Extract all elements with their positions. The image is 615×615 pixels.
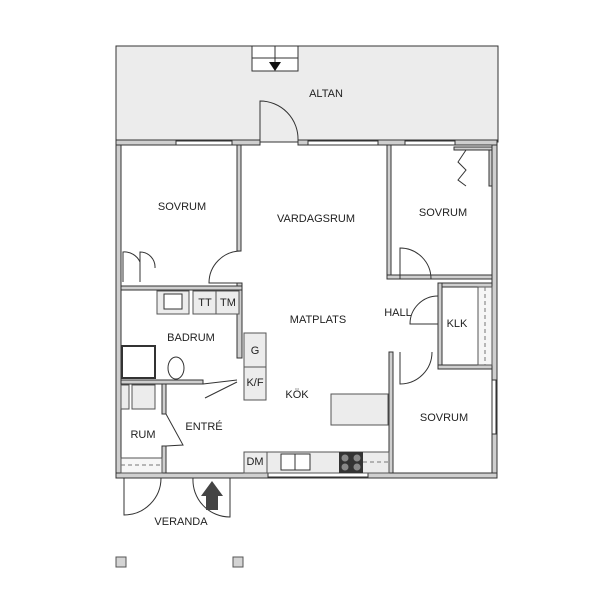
- altan-area: [115, 45, 499, 143]
- label-rum: RUM: [130, 429, 155, 441]
- label-vardagsrum: VARDAGSRUM: [277, 213, 355, 225]
- badrum-door[interactable]: [202, 379, 238, 399]
- label-tt: TT: [198, 297, 212, 309]
- label-hall: HALL: [384, 307, 412, 319]
- walls: [115, 139, 498, 479]
- stairs-arrow-icon: [269, 62, 281, 71]
- shower: [121, 345, 156, 379]
- sovrum-right-door[interactable]: [399, 247, 432, 280]
- label-veranda: VERANDA: [154, 516, 208, 528]
- label-badrum: BADRUM: [167, 332, 215, 344]
- stove-icon: [339, 452, 363, 473]
- closet-doors-right: [457, 149, 467, 187]
- klk-door[interactable]: [409, 295, 439, 325]
- klk-shelf: [477, 286, 493, 366]
- label-tm: TM: [220, 297, 236, 309]
- terrace-door[interactable]: [259, 100, 299, 141]
- rum-veranda-door[interactable]: [123, 477, 162, 516]
- post-marker-left: [115, 556, 127, 568]
- bathroom-fixtures: [120, 290, 240, 410]
- post-marker-right: [232, 556, 244, 568]
- label-g: G: [251, 345, 260, 357]
- sovrum-left-door[interactable]: [208, 250, 242, 284]
- stairs: [251, 45, 299, 72]
- kitchen-fixtures: [243, 332, 390, 474]
- rum-shelf: [120, 457, 163, 474]
- label-sovrum-left: SOVRUM: [158, 201, 206, 213]
- toilet-icon: [167, 356, 185, 380]
- label-sovrum-bottom: SOVRUM: [420, 412, 468, 424]
- label-dm: DM: [246, 456, 263, 468]
- label-matplats: MATPLATS: [290, 314, 346, 326]
- entrance-arrow-icon: [201, 481, 223, 510]
- label-kok: KÖK: [285, 389, 309, 401]
- label-sovrum-right: SOVRUM: [419, 207, 467, 219]
- closet-doors-left: [122, 251, 156, 282]
- entrance-door[interactable]: [192, 477, 231, 518]
- sink-icon: [163, 293, 183, 310]
- rum-door[interactable]: [165, 413, 184, 447]
- label-entre: ENTRÉ: [185, 420, 222, 433]
- label-altan: ALTAN: [309, 88, 343, 100]
- label-klk: KLK: [447, 318, 468, 330]
- sovrum-bottom-door[interactable]: [399, 351, 433, 385]
- label-kf: K/F: [246, 377, 263, 389]
- windows: [175, 140, 497, 478]
